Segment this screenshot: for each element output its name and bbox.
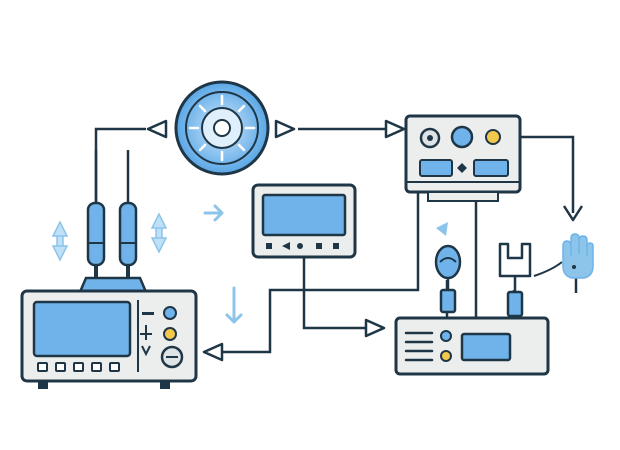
knob-yellow — [163, 327, 177, 341]
line-monitor-to-transmitter — [302, 258, 366, 330]
transmitter-icon — [394, 316, 550, 376]
monitor-icon — [251, 183, 357, 259]
arrow-out-radar-right — [274, 119, 296, 139]
light-arrows — [203, 204, 243, 324]
light-arrow-up-left — [51, 220, 69, 262]
antenna-receiver-icon — [20, 150, 198, 389]
arrow-into-panel — [384, 119, 406, 139]
arrow-down-to-hand — [562, 205, 584, 222]
radar-dish-icon — [174, 80, 270, 176]
light-arrow-right — [203, 204, 224, 222]
arrow-into-transmitter — [364, 318, 386, 338]
sensor-probe-icon — [434, 244, 462, 314]
light-arrow-down — [225, 286, 243, 324]
hand-gesture-icon — [533, 233, 594, 279]
plug-connector-icon — [498, 242, 532, 318]
light-arrow-up-right — [150, 212, 168, 254]
arrow-into-radar-left — [146, 119, 168, 139]
arrowheads — [146, 119, 406, 362]
arrow-into-receiver — [202, 342, 224, 362]
knob-top — [163, 306, 177, 320]
light-arrow-probe — [436, 222, 448, 236]
indicator-yellow — [485, 129, 501, 145]
control-panel-icon — [404, 114, 522, 202]
line-panel-to-receiver — [218, 191, 420, 354]
dial-center — [450, 125, 474, 149]
line-panel-to-hand — [520, 135, 575, 213]
